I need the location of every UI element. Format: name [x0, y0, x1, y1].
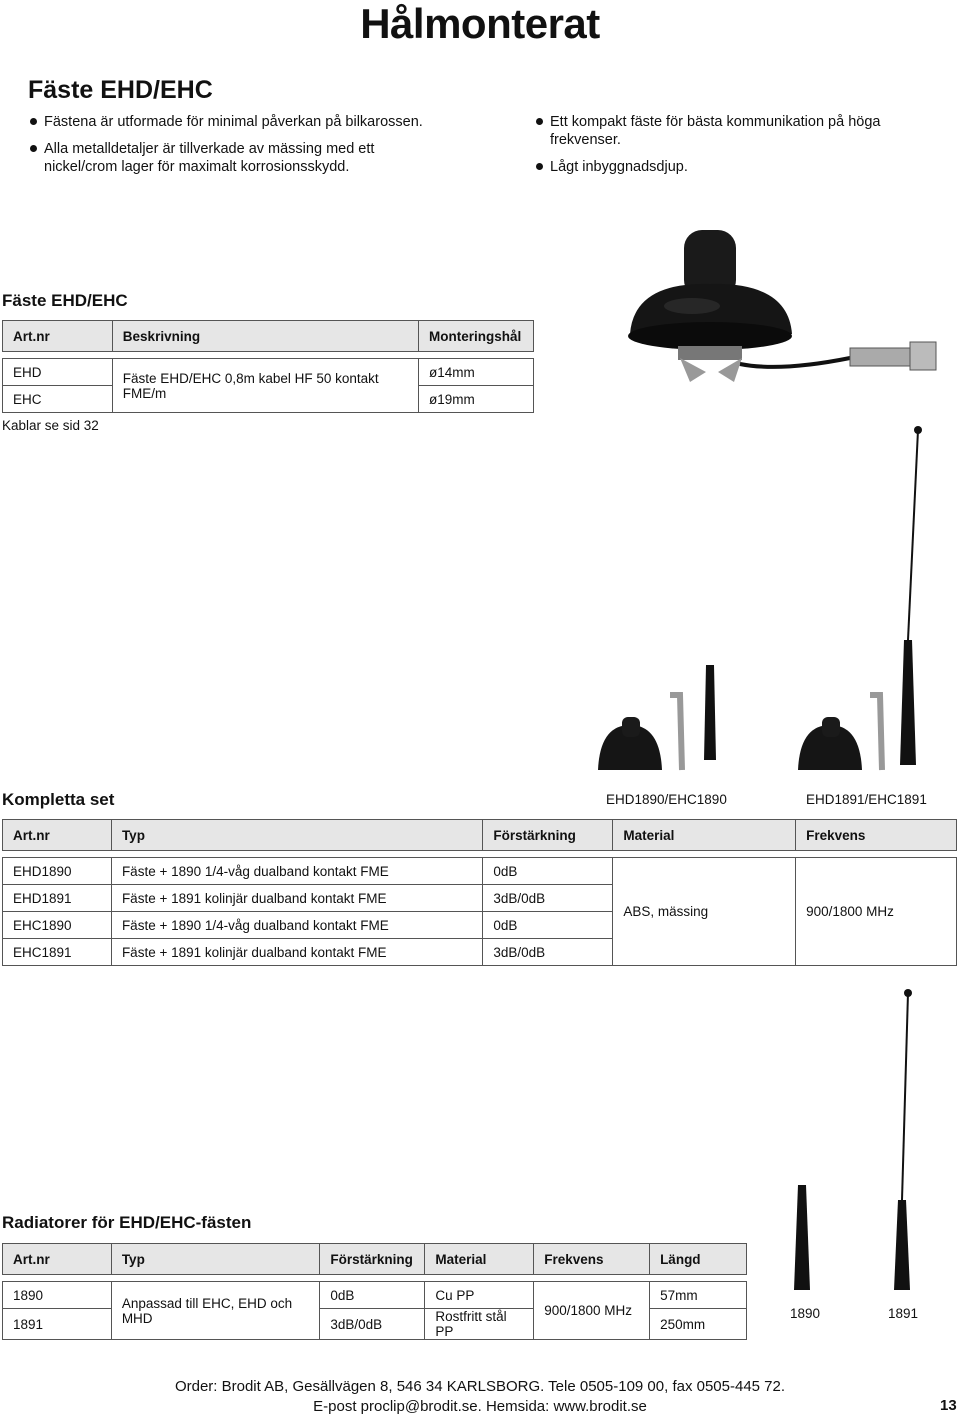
art-cell: EHC: [2, 385, 113, 413]
footer-address: Order: Brodit AB, Gesällvägen 8, 546 34 …: [174, 1378, 786, 1395]
type-cell: Fäste + 1891 kolinjär dualband kontakt F…: [110, 938, 484, 966]
material-cell: Rostfritt stål PP: [424, 1308, 535, 1340]
type-cell: Fäste + 1890 1/4-våg dualband kontakt FM…: [110, 911, 484, 939]
col-header: Typ: [110, 1243, 321, 1275]
col-header: Art.nr: [2, 819, 112, 851]
radiators-heading: Radiatorer för EHD/EHC-fästen: [2, 1213, 252, 1232]
col-header: Material: [424, 1243, 535, 1275]
frequency-cell: 900/1800 MHz: [533, 1281, 651, 1340]
col-header: Typ: [110, 819, 484, 851]
table-row: EHD1890 Fäste + 1890 1/4-våg dualband ko…: [2, 857, 957, 966]
material-cell: Cu PP: [424, 1281, 535, 1309]
mount-photo: [628, 230, 937, 382]
table-row: EHC ø19mm: [2, 385, 534, 413]
art-cell: EHD1890: [2, 857, 112, 885]
description-cell: Fäste EHD/EHC 0,8m kabel HF 50 kontakt F…: [111, 358, 420, 413]
table-row: 1891 3dB/0dB Rostfritt stål PP 250mm: [2, 1308, 747, 1340]
set-photos: [598, 426, 922, 771]
col-header: Förstärkning: [319, 1243, 426, 1275]
set-caption-1891: EHD1891/EHC1891: [806, 792, 927, 807]
gain-cell: 3dB/0dB: [482, 938, 614, 966]
type-cell: Fäste + 1890 1/4-våg dualband kontakt FM…: [110, 857, 484, 885]
gain-cell: 0dB: [482, 911, 614, 939]
gain-cell: 3dB/0dB: [482, 884, 614, 912]
col-header: Frekvens: [533, 1243, 651, 1275]
table-row: 1890 Anpassad till EHC, EHD och MHD 0dB …: [2, 1281, 747, 1340]
type-cell: Fäste + 1891 kolinjär dualband kontakt F…: [110, 884, 484, 912]
col-header: Monteringshål: [418, 320, 534, 352]
bullet-item: Ett kompakt fäste för bästa kommunikatio…: [534, 113, 954, 149]
set-caption-1890: EHD1890/EHC1890: [606, 792, 727, 807]
type-cell: Anpassad till EHC, EHD och MHD: [110, 1281, 321, 1340]
radiator-photos: [794, 989, 912, 1290]
table-row: EHC1890 Fäste + 1890 1/4-våg dualband ko…: [2, 911, 957, 939]
col-header: Beskrivning: [111, 320, 420, 352]
sets-table: Art.nr Typ Förstärkning Material Frekven…: [2, 819, 957, 966]
bullet-item: Fästena är utformade för minimal påverka…: [28, 113, 448, 131]
bullets-left: Fästena är utformade för minimal påverka…: [28, 113, 448, 185]
bullet-item: Alla metalldetaljer är tillverkade av mä…: [28, 140, 448, 176]
bullets-right: Ett kompakt fäste för bästa kommunikatio…: [534, 113, 954, 185]
gain-cell: 0dB: [319, 1281, 426, 1309]
hole-cell: ø14mm: [418, 358, 534, 386]
footer-contact: E-post proclip@brodit.se. Hemsida: www.b…: [313, 1398, 647, 1415]
radiators-table: Art.nr Typ Förstärkning Material Frekven…: [2, 1243, 747, 1340]
col-header: Art.nr: [2, 320, 113, 352]
bullet-item: Lågt inbyggnadsdjup.: [534, 158, 954, 176]
radiator-caption-1890: 1890: [790, 1306, 821, 1321]
table-row: EHC1891 Fäste + 1891 kolinjär dualband k…: [2, 938, 957, 966]
length-cell: 57mm: [649, 1281, 747, 1309]
art-cell: EHC1891: [2, 938, 112, 966]
col-header: Förstärkning: [482, 819, 614, 851]
frequency-cell: 900/1800 MHz: [795, 857, 957, 966]
art-cell: 1890: [2, 1281, 112, 1309]
gain-cell: 3dB/0dB: [319, 1308, 426, 1340]
table-row: EHD1891 Fäste + 1891 kolinjär dualband k…: [2, 884, 957, 912]
mount-heading: Fäste EHD/EHC: [2, 291, 128, 310]
intro-heading: Fäste EHD/EHC: [28, 76, 213, 104]
mount-table: Art.nr Beskrivning Monteringshål EHD Fäs…: [2, 320, 534, 413]
cable-note: Kablar se sid 32: [2, 418, 99, 433]
material-cell: ABS, mässing: [612, 857, 797, 966]
table-header-row: Art.nr Beskrivning Monteringshål: [2, 320, 534, 352]
col-header: Längd: [649, 1243, 747, 1275]
col-header: Material: [612, 819, 797, 851]
radiator-caption-1891: 1891: [888, 1306, 919, 1321]
col-header: Frekvens: [795, 819, 957, 851]
length-cell: 250mm: [649, 1308, 747, 1340]
page-number: 13: [940, 1397, 957, 1414]
art-cell: EHD: [2, 358, 113, 386]
page-title: Hålmonterat: [360, 0, 600, 47]
art-cell: EHD1891: [2, 884, 112, 912]
sets-heading: Kompletta set: [2, 790, 115, 809]
table-row: EHD Fäste EHD/EHC 0,8m kabel HF 50 konta…: [2, 358, 534, 413]
hole-cell: ø19mm: [418, 385, 534, 413]
art-cell: 1891: [2, 1308, 112, 1340]
table-header-row: Art.nr Typ Förstärkning Material Frekven…: [2, 1243, 747, 1275]
col-header: Art.nr: [2, 1243, 112, 1275]
art-cell: EHC1890: [2, 911, 112, 939]
gain-cell: 0dB: [482, 857, 614, 885]
table-header-row: Art.nr Typ Förstärkning Material Frekven…: [2, 819, 957, 851]
